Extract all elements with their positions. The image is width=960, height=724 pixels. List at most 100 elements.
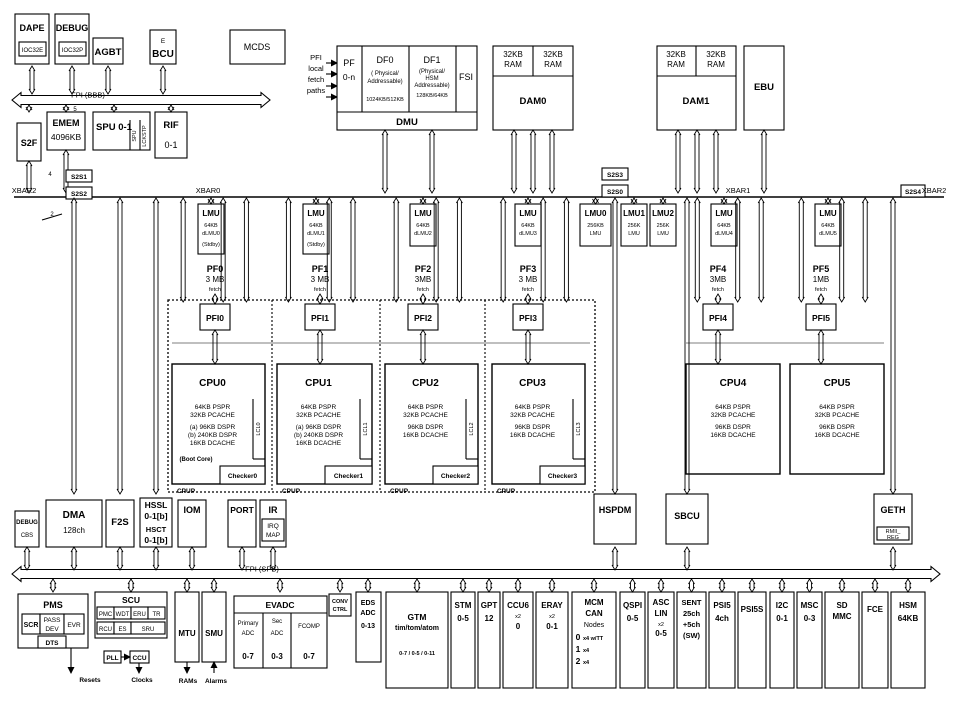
cpu3-lcl: LCL3	[576, 422, 582, 435]
dam0-ram2-size: 32KB	[543, 50, 563, 59]
map-label: MAP	[266, 532, 280, 539]
pf-pfi-link	[211, 293, 219, 305]
mcm-label: MCM	[584, 598, 603, 607]
cpu5-title: CPU5	[824, 378, 851, 389]
cpu2-lcl: LCL2	[469, 422, 475, 435]
iom-block	[177, 499, 207, 548]
cpu1-line4: (b) 240KB DSPR	[294, 432, 343, 439]
pfi-cpu-link	[524, 329, 532, 365]
sent-l3: +5ch	[683, 620, 701, 629]
fpi-spb-label: FPI (SPB)	[245, 565, 279, 574]
cpu-xbar-link	[838, 197, 846, 303]
edsadc-range: 0-13	[361, 623, 375, 630]
can-node-sub: x4 w/TT	[583, 636, 604, 642]
primary-range: 0-7	[242, 652, 254, 661]
mid-xbar-link-2	[152, 197, 160, 495]
sdmmc-spb-link	[838, 578, 846, 593]
bottom-spb-link-6	[364, 578, 372, 593]
cpu4-pcache: 32KB PCACHE	[711, 412, 756, 419]
mid-xbar-link-3	[611, 197, 619, 495]
hssl-title: HSSL	[145, 500, 168, 510]
can-node: 1	[576, 644, 581, 654]
sbcu-block	[665, 493, 709, 545]
agbt-block	[92, 37, 124, 65]
pf3-size: 3 MB	[519, 275, 538, 284]
sent-block	[676, 591, 707, 689]
pf-pfi-link	[524, 293, 532, 305]
df0-line1: ( Physical/	[371, 71, 399, 77]
df1-line1: (Physical/	[419, 69, 445, 75]
cpu1-title: CPU1	[305, 378, 332, 389]
lmu-size: 256K	[657, 223, 670, 229]
bottom-spb-link-0	[49, 578, 57, 593]
lmu-title: LMU	[519, 209, 537, 218]
lmu-xbar-link	[720, 197, 728, 205]
cpu-xbar-link	[563, 197, 570, 303]
sdmmc-block	[824, 591, 860, 689]
mid-xbar-link-1	[116, 197, 124, 495]
bottom-spb-link-5	[336, 578, 344, 593]
cpu3-dspr: 96KB DSPR	[515, 424, 551, 431]
lmu-block-2	[409, 203, 437, 247]
checker3-box	[539, 465, 586, 485]
fce-block	[861, 591, 889, 689]
gtm-sub1: tim/tom/atom	[395, 625, 439, 632]
gtm-title: GTM	[408, 612, 427, 622]
cpu5-dspr: 96KB DSPR	[819, 424, 855, 431]
pf4-fetch: fetch	[712, 287, 724, 293]
gpt-spb-link	[485, 578, 493, 593]
evr-box	[63, 613, 85, 635]
dam1-ram2-label: RAM	[707, 60, 725, 69]
s2s4-label: S2S4	[905, 189, 921, 196]
agbt-label: AGBT	[95, 47, 122, 58]
cpup3-label: CPUP	[497, 488, 516, 495]
df1-line2: HSM	[425, 76, 438, 82]
pf0-fetch: fetch	[209, 287, 221, 293]
checker2-box	[432, 465, 479, 485]
s2s1-label: S2S1	[71, 174, 87, 181]
eray-title: ERAY	[541, 601, 563, 610]
sec-label: Sec	[272, 619, 282, 625]
gpt-title: GPT	[481, 601, 498, 610]
df0-title: DF0	[376, 55, 393, 65]
scu-pmc: PMC	[99, 612, 113, 618]
pf-pfi-link	[419, 293, 427, 305]
cpu2-pspr: 64KB PSPR	[408, 404, 444, 411]
scu-tr-box	[147, 606, 166, 620]
stm-title: STM	[455, 601, 472, 610]
cpu1-dcache: 16KB DCACHE	[296, 440, 342, 447]
cpu3-pspr: 64KB PSPR	[515, 404, 551, 411]
rif-block	[154, 111, 188, 159]
bbb-down-1	[62, 104, 70, 113]
f2s-label: F2S	[111, 517, 128, 528]
checker1-label: Checker1	[334, 473, 364, 480]
dmu-xbar-link-0	[381, 129, 389, 194]
lmu-title: LMU	[715, 209, 733, 218]
sent-l2: 25ch	[683, 609, 701, 618]
cpu-xbar-link	[325, 197, 333, 303]
i2c-spb-link	[778, 578, 786, 593]
cpu3-pcache: 32KB PCACHE	[510, 412, 555, 419]
pf-pfi-link	[316, 293, 324, 305]
pfi-cpu-link	[211, 329, 219, 365]
lmu-title: LMU	[819, 209, 837, 218]
s2s0-box	[601, 184, 629, 198]
ccu6-x: x2	[515, 614, 521, 620]
sec-range: 0-3	[271, 652, 283, 661]
wire-2: 2	[50, 212, 54, 218]
dts-label: DTS	[46, 640, 60, 647]
smu-label: SMU	[205, 629, 223, 638]
pfi-cpu-link	[419, 329, 427, 365]
port-label: PORT	[230, 505, 254, 515]
pf-title: PF	[343, 58, 355, 68]
cpu-xbar-link	[432, 197, 440, 303]
rams-label: RAMs	[179, 678, 198, 685]
sent-l4: (SW)	[683, 631, 701, 640]
asclin-block	[647, 591, 675, 689]
cpup0-label: CPUP	[177, 488, 196, 495]
cpup1-label: CPUP	[282, 488, 301, 495]
lmu-block-0	[197, 203, 225, 255]
wire-4: 4	[48, 172, 52, 178]
mid-spb-link-1	[70, 546, 78, 571]
reg-label: REG	[887, 535, 899, 541]
